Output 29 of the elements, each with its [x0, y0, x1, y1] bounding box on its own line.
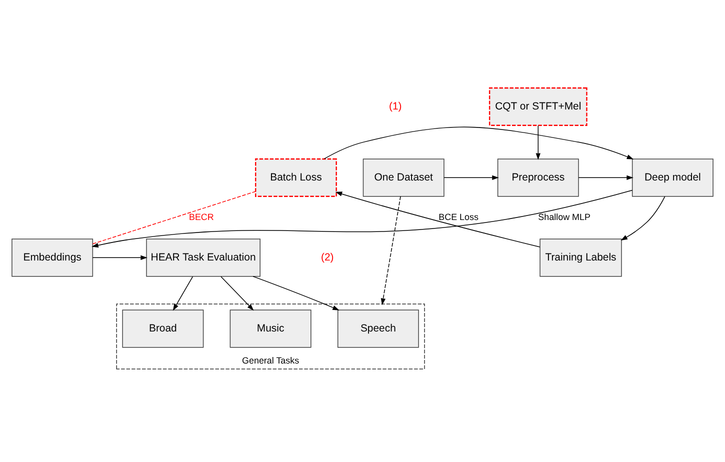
label: (2): [320, 252, 334, 263]
edge-label: BECR: [188, 211, 214, 222]
arrow: [220, 276, 254, 310]
arrow: [578, 174, 634, 180]
arrow: [92, 189, 633, 248]
node-box: Embeddings: [12, 238, 94, 276]
node-box: CQT or STFT+Mel: [488, 86, 588, 126]
node-box: Training Labels: [540, 238, 622, 276]
arrow: [380, 196, 401, 305]
node-box: Batch Loss: [255, 158, 337, 196]
connector: [92, 190, 256, 244]
arrow: [335, 191, 540, 247]
arrow: [252, 276, 340, 310]
arrow: [92, 254, 148, 260]
node-box: Preprocess: [497, 158, 579, 196]
edge-label: Shallow MLP: [538, 211, 590, 222]
arrow: [536, 124, 540, 160]
node-box: HEAR Task Evaluation: [146, 238, 260, 276]
label: (1): [388, 100, 402, 112]
edge-label: BCE Loss: [438, 211, 478, 222]
node-box: Deep model: [632, 158, 714, 196]
arrow: [324, 126, 634, 159]
node-box: Music: [230, 309, 312, 348]
node-box: Speech: [337, 309, 419, 348]
arrow: [444, 174, 499, 180]
node-box: Broad: [122, 309, 204, 348]
arrow: [620, 196, 666, 240]
node-box: One Dataset: [362, 158, 444, 196]
arrow: [172, 276, 194, 310]
